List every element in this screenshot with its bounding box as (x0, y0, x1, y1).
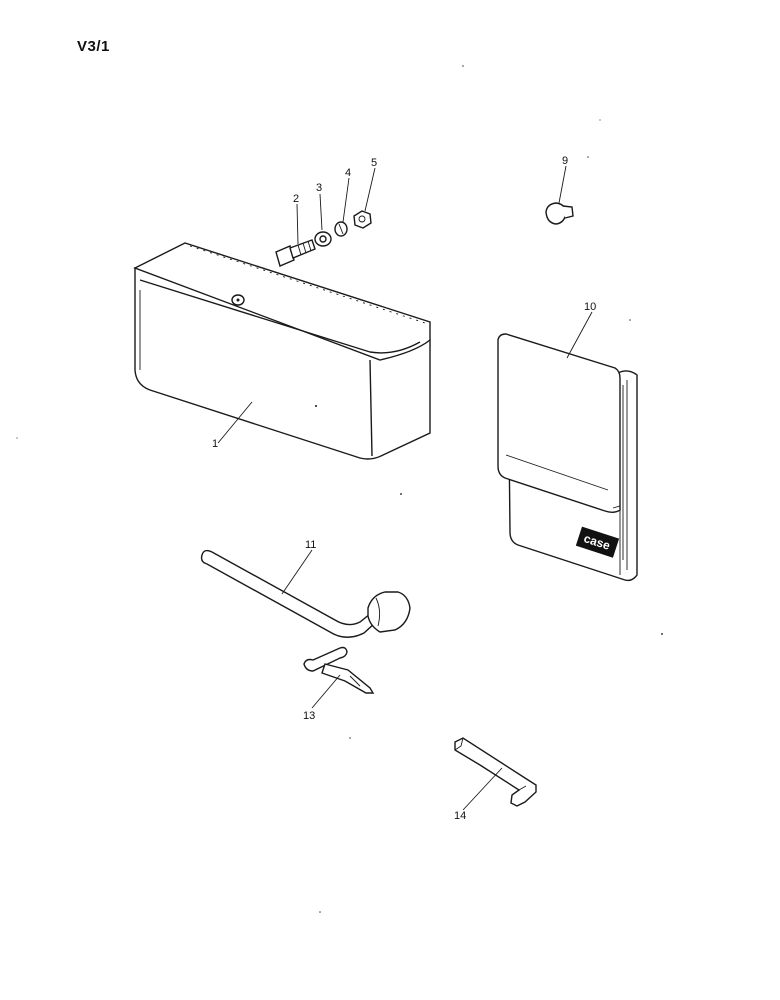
callout-11: 11 (305, 539, 316, 551)
washer-icon (314, 231, 332, 247)
manual-icon: case (497, 333, 638, 582)
lock-washer-icon (334, 221, 348, 237)
nut-icon (353, 210, 372, 229)
page-id: V3/1 (77, 38, 110, 55)
callout-14: 14 (454, 810, 466, 822)
callout-10: 10 (584, 301, 596, 313)
tool-box-icon (133, 242, 431, 460)
case-logo (575, 526, 620, 558)
callout-13: 13 (303, 710, 315, 722)
knob-icon (545, 202, 574, 225)
callout-2: 2 (293, 193, 299, 205)
scan-specks (16, 65, 663, 913)
callout-3: 3 (316, 182, 322, 194)
callout-1: 1 (212, 438, 218, 450)
callout-5: 5 (371, 157, 377, 169)
t-handle-key-icon (303, 646, 375, 694)
callout-9: 9 (562, 155, 568, 167)
callout-4: 4 (345, 167, 351, 179)
bolt-icon (275, 239, 316, 267)
hex-key-icon (454, 737, 537, 807)
socket-wrench-icon (200, 549, 411, 638)
